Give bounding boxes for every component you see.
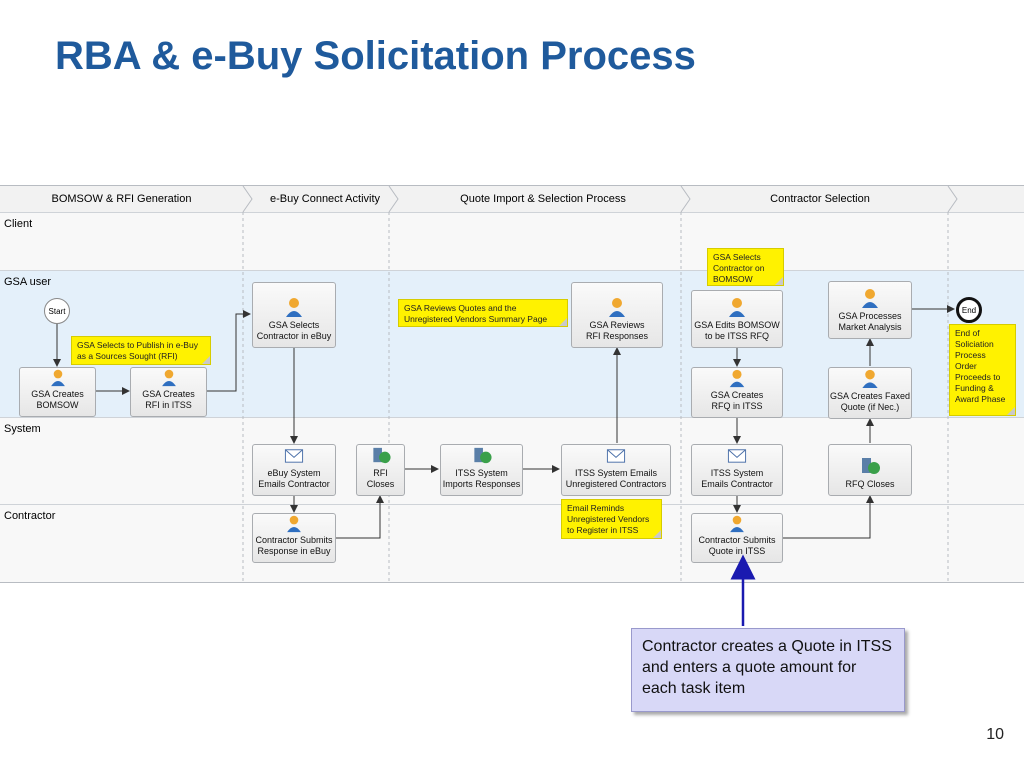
note-reviews-quotes: GSA Reviews Quotes and the Unregistered … bbox=[398, 299, 568, 327]
note-end-of-solicitation: End of Soliciation Process Order Proceed… bbox=[949, 324, 1016, 416]
page-number: 10 bbox=[986, 726, 1004, 743]
note-text: GSA Reviews Quotes and the Unregistered … bbox=[404, 303, 548, 324]
phase-contractor-selection: Contractor Selection bbox=[770, 192, 870, 205]
person-icon bbox=[287, 515, 301, 533]
task-label: GSA Selects Contractor in eBuy bbox=[256, 320, 332, 341]
lane-label: Client bbox=[4, 218, 33, 230]
task-rfq-closes: RFQ Closes bbox=[828, 444, 912, 496]
note-email-reminds: Email Reminds Unregistered Vendors to Re… bbox=[561, 499, 662, 539]
end-label: End bbox=[961, 305, 977, 315]
lane-client: Client bbox=[0, 212, 1024, 270]
phase-bomsow-rfi: BOMSOW & RFI Generation bbox=[51, 192, 192, 205]
person-icon bbox=[609, 298, 625, 317]
swimlane-diagram: Client GSA user System Contractor bbox=[0, 185, 1024, 583]
task-label: GSA Creates RFI in ITSS bbox=[142, 389, 195, 410]
task-label: GSA Creates Faxed Quote (if Nec.) bbox=[829, 391, 911, 412]
person-icon bbox=[862, 369, 878, 389]
start-event: Start bbox=[44, 298, 70, 324]
slide-title: RBA & e-Buy Solicitation Process bbox=[55, 34, 696, 78]
envelope-icon bbox=[606, 449, 626, 463]
task-gsa-reviews-rfi: GSA Reviews RFI Responses bbox=[571, 282, 663, 348]
person-icon bbox=[286, 298, 302, 317]
lane-label: Contractor bbox=[4, 510, 56, 522]
callout-text: Contractor creates a Quote in ITSS and e… bbox=[642, 638, 892, 697]
task-gsa-creates-rfi: GSA Creates RFI in ITSS bbox=[130, 367, 207, 417]
task-label: eBuy System Emails Contractor bbox=[258, 468, 330, 489]
task-label: RFQ Closes bbox=[845, 479, 895, 489]
task-label: ITSS System Emails Contractor bbox=[701, 468, 773, 489]
callout-box: Contractor creates a Quote in ITSS and e… bbox=[631, 628, 905, 712]
note-text: Email Reminds Unregistered Vendors to Re… bbox=[567, 503, 650, 535]
envelope-icon bbox=[727, 449, 747, 463]
task-label: GSA Edits BOMSOW to be ITSS RFQ bbox=[694, 320, 780, 341]
task-rfi-closes: RFI Closes bbox=[356, 444, 405, 496]
task-gsa-edits-bomsow: GSA Edits BOMSOW to be ITSS RFQ bbox=[691, 290, 783, 348]
note-selects-contractor: GSA Selects Contractor on BOMSOW bbox=[707, 248, 784, 286]
task-label: ITSS System Imports Responses bbox=[442, 468, 521, 489]
server-globe-icon bbox=[372, 447, 391, 464]
phase-ebuy-connect: e-Buy Connect Activity bbox=[269, 192, 381, 205]
end-event: End bbox=[956, 297, 982, 323]
note-publish-ebuy: GSA Selects to Publish in e-Buy as a Sou… bbox=[71, 336, 211, 365]
lane-label: System bbox=[4, 423, 41, 435]
task-contractor-submits-quote: Contractor Submits Quote in ITSS bbox=[691, 513, 783, 563]
task-gsa-processes-market: GSA Processes Market Analysis bbox=[828, 281, 912, 339]
person-icon bbox=[730, 515, 744, 533]
task-gsa-selects-contractor-ebuy: GSA Selects Contractor in eBuy bbox=[252, 282, 336, 348]
person-icon bbox=[161, 369, 176, 387]
task-label: GSA Creates BOMSOW bbox=[31, 389, 84, 410]
lane-contractor: Contractor bbox=[0, 504, 1024, 582]
person-icon bbox=[729, 369, 745, 388]
task-label: Contractor Submits Quote in ITSS bbox=[698, 535, 776, 556]
diagram-connectors bbox=[0, 186, 1024, 582]
task-ebuy-emails-contractor: eBuy System Emails Contractor bbox=[252, 444, 336, 496]
note-text: GSA Selects to Publish in e-Buy as a Sou… bbox=[77, 340, 198, 361]
task-gsa-creates-bomsow: GSA Creates BOMSOW bbox=[19, 367, 96, 417]
task-label: ITSS System Emails Unregistered Contract… bbox=[565, 468, 667, 489]
envelope-icon bbox=[284, 449, 304, 463]
task-label: RFI Closes bbox=[366, 468, 395, 489]
person-icon bbox=[729, 298, 745, 317]
task-itss-imports-responses: ITSS System Imports Responses bbox=[440, 444, 523, 496]
note-text: End of Soliciation Process Order Proceed… bbox=[955, 328, 1006, 404]
server-globe-icon bbox=[473, 447, 492, 464]
start-label: Start bbox=[48, 306, 66, 316]
server-globe-icon bbox=[862, 458, 880, 474]
task-itss-emails-contractor: ITSS System Emails Contractor bbox=[691, 444, 783, 496]
note-text: GSA Selects Contractor on BOMSOW bbox=[713, 252, 765, 284]
task-itss-emails-unregistered: ITSS System Emails Unregistered Contract… bbox=[561, 444, 671, 496]
task-gsa-creates-rfq: GSA Creates RFQ in ITSS bbox=[691, 367, 783, 418]
person-icon bbox=[862, 289, 878, 308]
task-label: GSA Creates RFQ in ITSS bbox=[710, 390, 764, 411]
task-label: GSA Processes Market Analysis bbox=[838, 311, 902, 332]
person-icon bbox=[50, 369, 65, 387]
task-gsa-creates-faxed: GSA Creates Faxed Quote (if Nec.) bbox=[828, 367, 912, 419]
lane-label: GSA user bbox=[4, 276, 52, 288]
phase-quote-import: Quote Import & Selection Process bbox=[460, 192, 626, 205]
task-label: Contractor Submits Response in eBuy bbox=[255, 535, 333, 556]
task-contractor-submits-ebuy: Contractor Submits Response in eBuy bbox=[252, 513, 336, 563]
task-label: GSA Reviews RFI Responses bbox=[585, 320, 649, 341]
